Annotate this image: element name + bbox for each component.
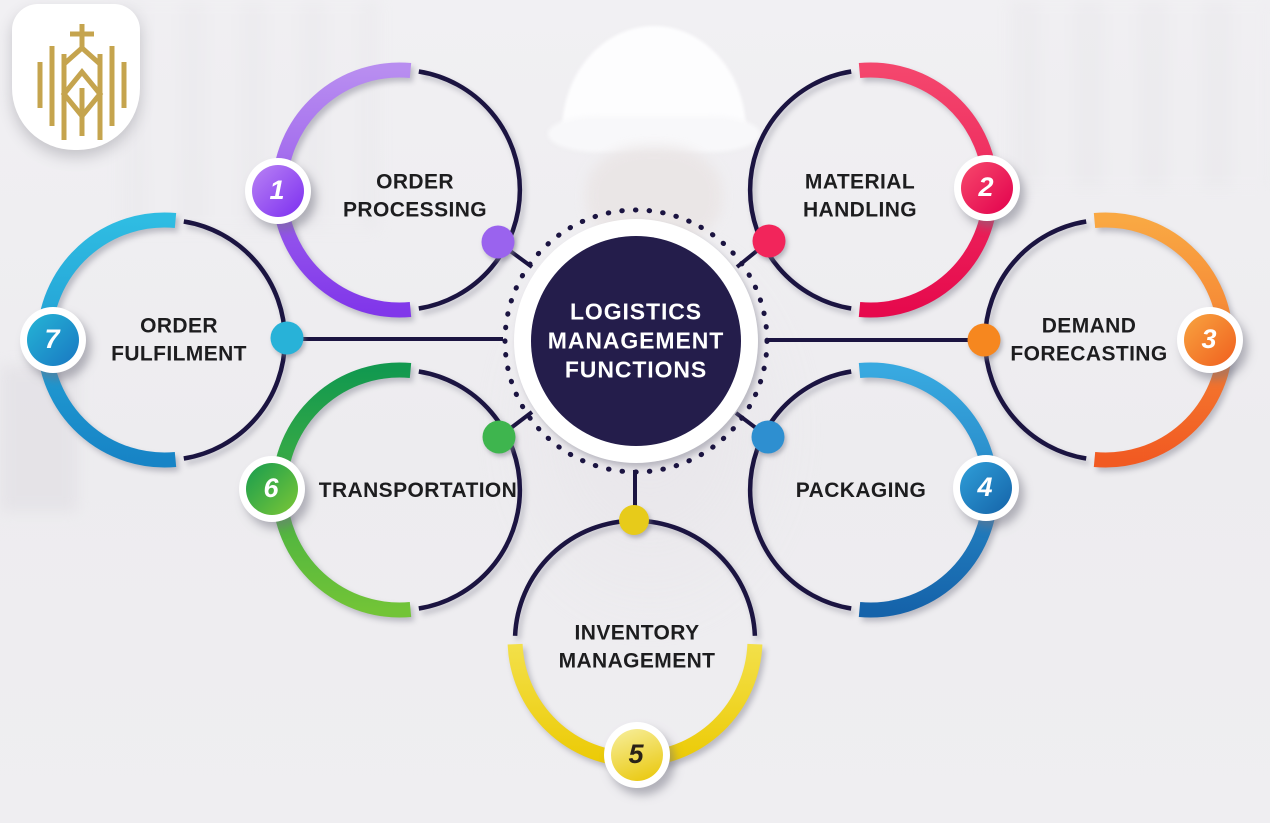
- gold-crest-logo-icon: [37, 24, 127, 140]
- dot-yellow: [619, 505, 649, 535]
- badge-1-circle: 1: [252, 165, 304, 217]
- badge-2-number: 2: [978, 171, 994, 202]
- badge-3-circle: 3: [1184, 314, 1236, 366]
- badge-4-number: 4: [977, 471, 993, 502]
- label-packaging: PACKAGING: [795, 479, 927, 503]
- dot-green: [482, 420, 516, 454]
- hub-dotted-ring: [502, 207, 770, 475]
- badge-4: 4: [953, 455, 1019, 521]
- badge-2-circle: 2: [961, 162, 1013, 214]
- hub-title: LOGISTICS MANAGEMENT FUNCTIONS: [547, 298, 725, 383]
- node-6-ring: [418, 369, 523, 611]
- hub-circle: [531, 236, 741, 446]
- badge-1-number: 1: [269, 174, 285, 205]
- connector-dots: [270, 224, 1001, 535]
- background-band: [0, 366, 78, 512]
- dot-blue: [751, 420, 785, 454]
- badge-7: 7: [20, 307, 86, 373]
- background-shelving-right: [1010, 0, 1270, 190]
- badge-6-number: 6: [263, 472, 279, 503]
- badge-6-circle: 6: [246, 463, 298, 515]
- node-1-ring: [418, 69, 523, 311]
- brand-logo: [12, 4, 140, 150]
- label-material-handling: MATERIAL HANDLING: [802, 170, 918, 221]
- badge-2: 2: [954, 155, 1020, 221]
- badge-1: 1: [245, 158, 311, 224]
- label-order-fulfilment: ORDER FULFILMENT: [111, 314, 247, 365]
- badge-5-number: 5: [628, 738, 644, 769]
- label-demand-forecasting: DEMAND FORECASTING: [1010, 314, 1168, 365]
- badge-3-number: 3: [1201, 323, 1217, 354]
- badge-7-circle: 7: [27, 314, 79, 366]
- badge-3: 3: [1177, 307, 1243, 373]
- label-inventory-management: INVENTORY MANAGEMENT: [558, 621, 716, 672]
- node-2-ring: [747, 69, 852, 311]
- node-4-ring: [747, 369, 852, 611]
- dot-orange: [967, 323, 1001, 357]
- badge-4-circle: 4: [960, 462, 1012, 514]
- badge-7-number: 7: [44, 323, 60, 354]
- dot-cyan: [270, 321, 304, 355]
- badge-5-circle: 5: [611, 729, 663, 781]
- hub: [502, 207, 770, 475]
- badge-5: 5: [604, 722, 670, 788]
- label-transportation: TRANSPORTATION: [318, 479, 518, 503]
- label-order-processing: ORDER PROCESSING: [342, 170, 488, 221]
- dot-red: [752, 224, 786, 258]
- dot-purple: [481, 225, 515, 259]
- badge-6: 6: [239, 456, 305, 522]
